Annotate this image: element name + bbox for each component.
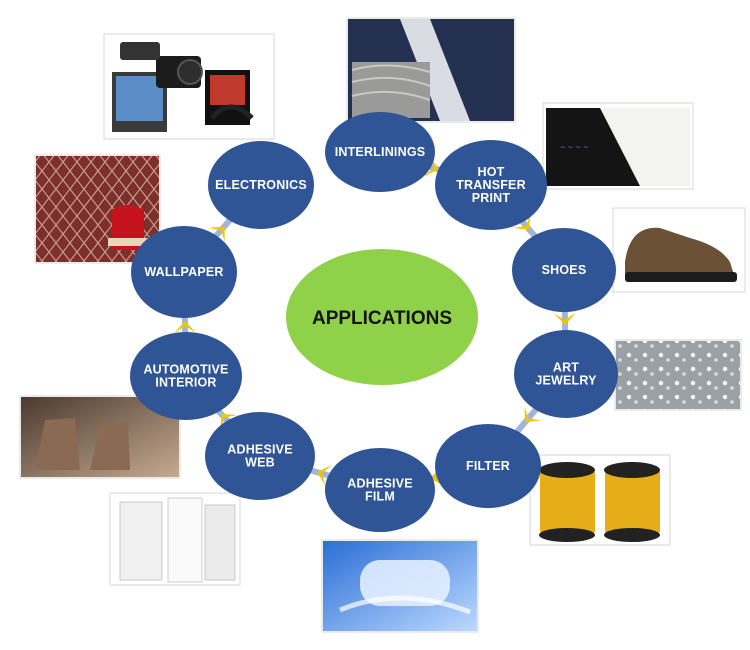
photo-filter	[530, 455, 670, 545]
center-node: APPLICATIONS	[286, 249, 478, 385]
node-label: INTERIOR	[155, 376, 216, 390]
photo-interlinings	[347, 18, 515, 122]
photo-shoes	[613, 208, 745, 292]
node-label: HOT	[478, 165, 505, 179]
photo-adhesive-web	[110, 493, 240, 585]
svg-text:~ ~ ~ ~: ~ ~ ~ ~	[560, 142, 589, 152]
center-label: APPLICATIONS	[312, 308, 452, 329]
node-label: TRANSFER	[456, 178, 526, 192]
node-filter: FILTER	[435, 424, 541, 508]
node-label: ART	[553, 361, 579, 375]
photo-hot-transfer-print: ~ ~ ~ ~	[543, 103, 693, 189]
node-electronics: ELECTRONICS	[208, 141, 314, 229]
node-label: INTERLININGS	[335, 145, 426, 159]
node-label: FILTER	[466, 459, 510, 473]
photo-electronics	[104, 34, 274, 139]
node-label: ADHESIVE	[227, 443, 293, 457]
photo-art-jewelry	[615, 340, 741, 410]
node-label: JEWELRY	[535, 374, 597, 388]
node-label: WEB	[245, 456, 275, 470]
node-shoes: SHOES	[512, 228, 616, 312]
node-label: SHOES	[542, 263, 587, 277]
node-interlinings: INTERLININGS	[325, 112, 435, 192]
node-label: PRINT	[472, 191, 511, 205]
node-label: WALLPAPER	[144, 265, 223, 279]
node-label: AUTOMOTIVE	[143, 363, 228, 377]
node-label: FILM	[365, 490, 395, 504]
node-label: ADHESIVE	[347, 477, 413, 491]
photo-adhesive-film	[322, 540, 478, 632]
node-wallpaper: WALLPAPER	[131, 226, 237, 318]
node-label: ELECTRONICS	[215, 178, 307, 192]
